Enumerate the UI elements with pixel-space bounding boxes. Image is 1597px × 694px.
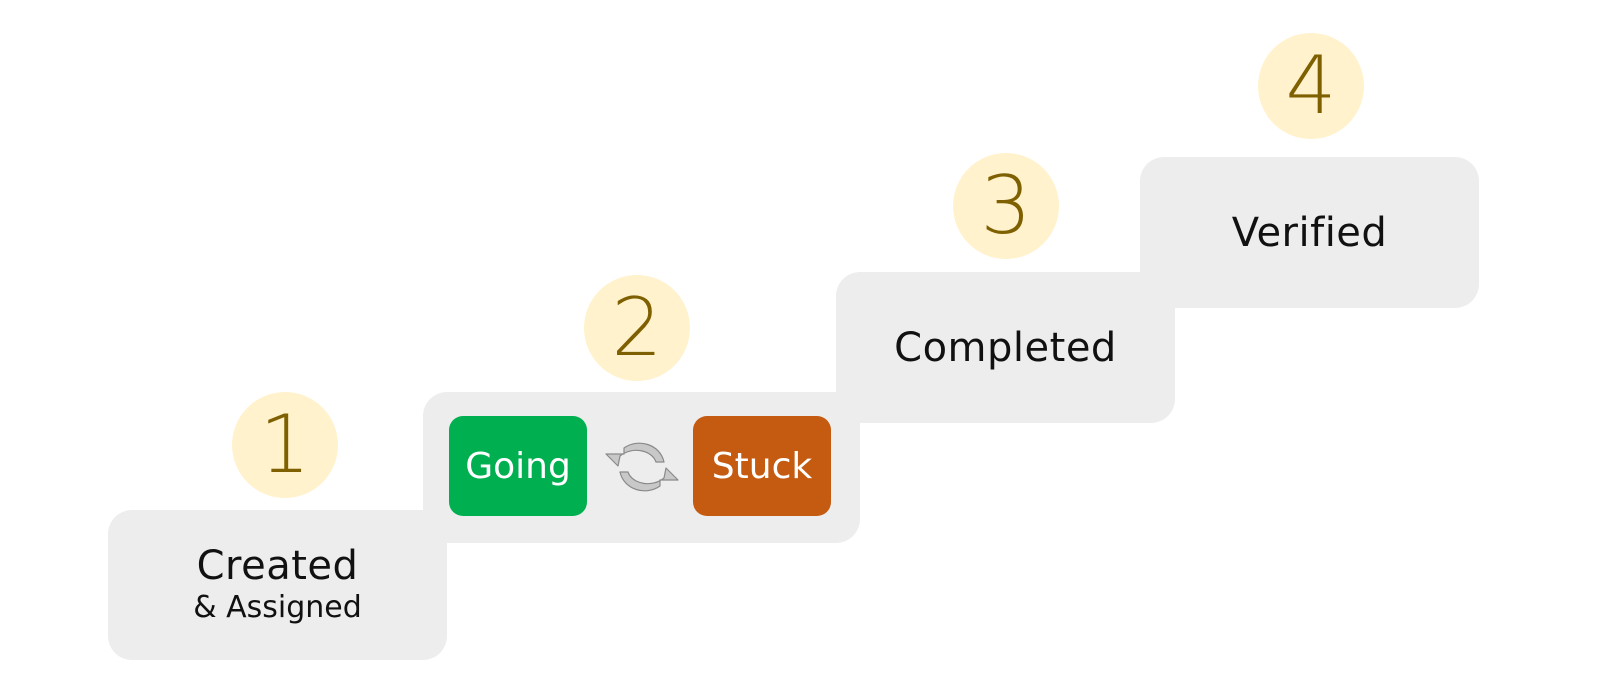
step-4-number-badge: 4 — [1258, 33, 1364, 139]
step-1-title: Created — [196, 543, 359, 589]
going-state-badge: Going — [449, 416, 587, 516]
step-4-title: Verified — [1231, 209, 1388, 256]
step-1-subtitle: & Assigned — [193, 590, 362, 625]
step-1-box: Created & Assigned — [108, 510, 447, 660]
step-1-number-badge: 1 — [232, 392, 338, 498]
step-3-title: Completed — [894, 324, 1117, 371]
refresh-cycle-icon — [605, 442, 679, 492]
step-2-number-badge: 2 — [584, 275, 690, 381]
step-4-box: Verified — [1140, 157, 1479, 308]
stuck-state-badge: Stuck — [693, 416, 831, 516]
step-3-box: Completed — [836, 272, 1175, 423]
step-3-number-badge: 3 — [953, 153, 1059, 259]
